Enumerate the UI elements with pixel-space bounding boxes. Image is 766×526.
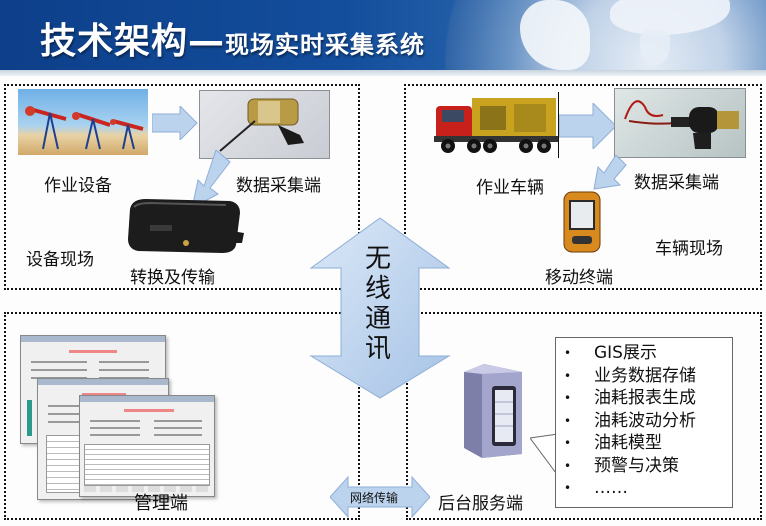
- feature-item: •油耗模型: [564, 433, 662, 453]
- header-banner: [0, 0, 766, 70]
- flow-arrow-down-left-vehicle: [590, 155, 630, 191]
- feature-item: •油耗波动分析: [564, 410, 696, 431]
- wireless-char-2: 线: [364, 274, 391, 304]
- vehicle-site-area-label: 车辆现场: [655, 239, 723, 259]
- vehicle-sensor-icon: [624, 100, 739, 149]
- management-label: 管理端: [134, 493, 188, 514]
- flow-sensor-photo: [199, 90, 330, 159]
- wireless-char-4: 讯: [364, 334, 391, 364]
- pumpjack-icon: [25, 106, 144, 150]
- globe-land-india: [640, 30, 670, 65]
- transmitter-label: 转换及传输: [130, 268, 215, 288]
- oil-pumpjack-photo: [18, 89, 148, 155]
- title-main: 技术架构: [40, 21, 189, 62]
- collector-label-equipment: 数据采集端: [236, 176, 321, 196]
- management-panel: [4, 312, 360, 520]
- wireless-label: 无 线 通 讯: [363, 244, 393, 364]
- report-window-3: [79, 395, 215, 497]
- black-transmitter-box-photo: [122, 195, 246, 257]
- backend-panel: [406, 312, 762, 520]
- feature-item: •GIS展示: [564, 343, 657, 363]
- red-truck-photo: [434, 92, 558, 158]
- collector-label-vehicle: 数据采集端: [634, 173, 719, 193]
- vehicle-sensor-photo: [614, 88, 746, 158]
- work-equipment-label: 作业设备: [44, 176, 112, 196]
- network-transfer-label: 网络传输: [350, 491, 399, 505]
- wireless-char-3: 通: [364, 304, 391, 334]
- flow-arrow-right-vehicle: [559, 103, 617, 149]
- equipment-site-panel: [4, 84, 360, 290]
- server-tower-icon: [460, 362, 530, 460]
- backend-feature-list: •GIS展示 •业务数据存储 •油耗报表生成 •油耗波动分析 •油耗模型 •预警…: [555, 337, 733, 508]
- equipment-site-area-label: 设备现场: [26, 250, 94, 270]
- handheld-gps-device-photo: [562, 190, 602, 254]
- feature-item: •预警与决策: [564, 455, 679, 476]
- network-transfer-arrow[interactable]: [330, 475, 430, 519]
- feature-item: •业务数据存储: [564, 365, 696, 386]
- feature-item: •……: [564, 478, 628, 498]
- work-vehicle-label: 作业车辆: [476, 178, 544, 198]
- vehicle-site-panel: [404, 84, 762, 290]
- wireless-char-1: 无: [364, 244, 391, 274]
- flow-arrow-right: [152, 106, 198, 140]
- feature-item: •油耗报表生成: [564, 388, 696, 408]
- wireless-communication-arrow[interactable]: [309, 216, 451, 400]
- title-dash: —: [188, 21, 226, 62]
- mobile-terminal-label: 移动终端: [545, 268, 613, 288]
- backend-label: 后台服务端: [438, 494, 523, 514]
- sensor-device-icon: [219, 98, 304, 152]
- title-subtitle: 现场实时采集系统: [225, 31, 426, 59]
- header-divider: [0, 70, 766, 76]
- page-title: 技术架构—现场实时采集系统: [40, 12, 425, 64]
